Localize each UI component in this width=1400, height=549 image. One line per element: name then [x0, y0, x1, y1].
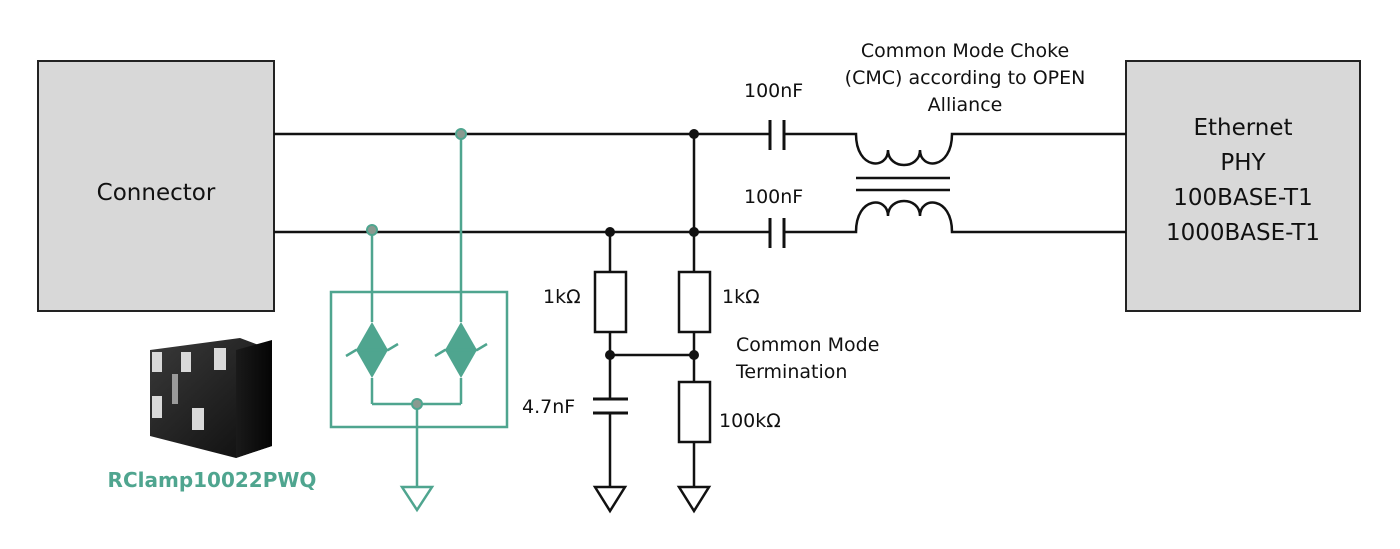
esd-outline	[329, 290, 509, 429]
cmc-label-line-3: Alliance	[928, 94, 1003, 116]
ground-right-icon	[676, 485, 712, 514]
cmc-label-line-1: Common Mode Choke	[861, 40, 1069, 62]
ground-esd-icon	[399, 485, 435, 513]
esd-tap-dots	[366, 128, 467, 410]
phy-label-line-3: 100BASE-T1	[1173, 185, 1312, 211]
phy-label-line-2: PHY	[1220, 150, 1266, 176]
esd-protection	[329, 134, 509, 513]
resistor-right-label: 1kΩ	[722, 286, 760, 308]
phy-block: Ethernet PHY 100BASE-T1 1000BASE-T1	[1125, 60, 1361, 312]
cmc-top-winding	[850, 132, 1126, 167]
resistor-left-label: 1kΩ	[543, 286, 581, 308]
tvs-diode-left	[345, 322, 399, 378]
resistor-bias-label: 100kΩ	[719, 410, 781, 432]
junction-dots	[605, 129, 699, 360]
resistor-bias	[677, 380, 712, 444]
cap-shunt-label: 4.7nF	[522, 396, 575, 418]
resistor-right	[677, 270, 712, 334]
cmc-label-line-2: (CMC) according to OPEN	[845, 67, 1086, 89]
tvs-diode-right	[434, 322, 488, 378]
connector-block: Connector	[37, 60, 275, 312]
phy-label-line-1: Ethernet	[1193, 115, 1292, 141]
resistor-left	[593, 270, 628, 334]
phy-label-line-4: 1000BASE-T1	[1166, 220, 1320, 246]
cap-top-label: 100nF	[744, 80, 803, 102]
connector-box	[37, 60, 275, 312]
top-signal-line	[274, 120, 1126, 167]
connector-label: Connector	[97, 180, 216, 206]
bottom-signal-line	[274, 199, 1126, 248]
phy-box	[1125, 60, 1361, 312]
esd-chip-package-icon	[150, 338, 272, 458]
termination-network	[592, 134, 712, 514]
cmc-bottom-winding	[850, 199, 1126, 234]
ground-left-icon	[592, 485, 628, 514]
termination-label-line-1: Common Mode	[736, 334, 879, 356]
esd-part-name: RClamp10022PWQ	[108, 468, 317, 492]
cap-bottom-label: 100nF	[744, 186, 803, 208]
termination-label-line-2: Termination	[735, 361, 847, 383]
cmc-core	[856, 176, 950, 192]
